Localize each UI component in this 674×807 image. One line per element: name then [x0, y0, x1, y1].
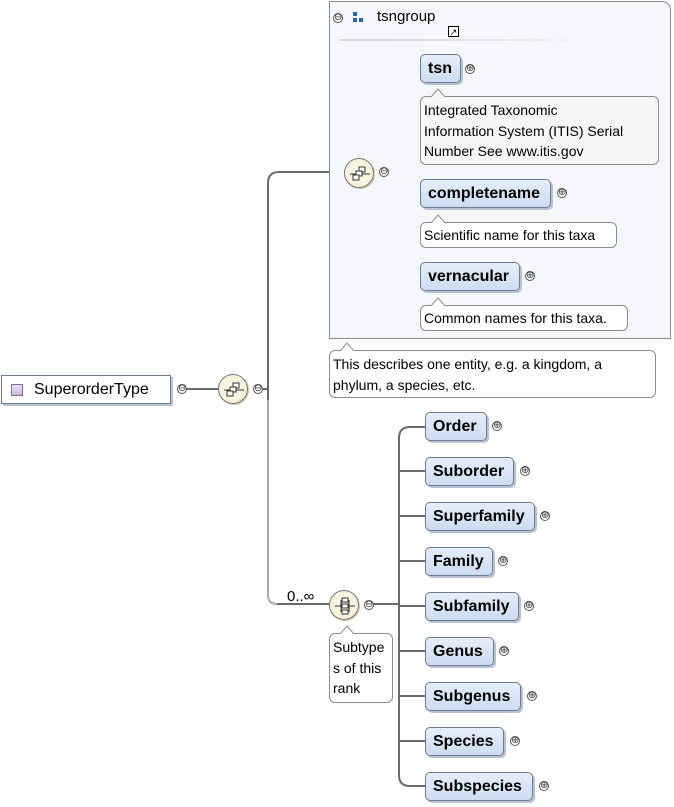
element-subspecies[interactable]: Subspecies — [425, 772, 533, 801]
element-subgenus[interactable]: Subgenus — [425, 682, 521, 711]
element-genus[interactable]: Genus — [425, 637, 494, 666]
annotation-tab-icon — [340, 342, 354, 351]
annotation-tsn: Integrated Taxonomic Information System … — [420, 88, 659, 165]
annotation-completename: Scientific name for this taxa — [420, 214, 617, 248]
annotation-tab-icon — [340, 625, 354, 634]
annotation-line: Scientific name for this taxa — [424, 227, 596, 243]
expand-icon[interactable]: ⊕ — [520, 465, 530, 476]
expand-icon[interactable]: ⊕ — [525, 270, 535, 281]
annotation-line: s of this — [333, 659, 382, 676]
annotation-tab-icon — [431, 297, 445, 306]
element-superfamily[interactable]: Superfamily — [425, 502, 535, 531]
choice-icon — [335, 597, 355, 615]
annotation-group: This describes one entity, e.g. a kingdo… — [329, 342, 656, 398]
occurrence-label: 0..∞ — [287, 588, 315, 605]
expand-icon[interactable]: ⊕ — [527, 690, 537, 701]
expand-icon[interactable]: ⊕ — [465, 63, 475, 74]
annotation-line: Information System (ITIS) Serial — [424, 122, 624, 139]
annotation-line: Subtype — [333, 639, 385, 655]
annotation-choice: Subtype s of this rank — [329, 625, 393, 703]
annotation-vernacular: Common names for this taxa. — [420, 297, 628, 331]
annotation-tab-icon — [431, 214, 445, 223]
expand-icon[interactable]: ⊕ — [524, 600, 534, 611]
sequence-icon — [350, 166, 370, 181]
expand-icon[interactable]: ⊕ — [540, 510, 550, 521]
expand-icon[interactable]: ⊕ — [557, 187, 567, 198]
element-tsn[interactable]: tsn — [420, 54, 461, 83]
collapse-icon[interactable]: ⊖ — [177, 383, 187, 394]
annotation-line: Integrated Taxonomic — [424, 102, 558, 118]
collapse-icon[interactable]: ⊖ — [253, 383, 263, 394]
complex-type-icon — [11, 384, 23, 396]
expand-icon[interactable]: ⊕ — [539, 780, 549, 791]
choice-compositor[interactable] — [329, 590, 359, 620]
sequence-compositor[interactable] — [344, 158, 374, 188]
collapse-icon[interactable]: ⊖ — [364, 599, 374, 610]
element-vernacular[interactable]: vernacular — [420, 262, 520, 291]
root-complex-type[interactable]: SuperorderType — [1, 375, 171, 404]
expand-icon[interactable]: ⊕ — [498, 555, 508, 566]
element-order[interactable]: Order — [425, 412, 487, 441]
element-completename[interactable]: completename — [420, 179, 551, 208]
sequence-compositor[interactable] — [218, 374, 248, 404]
sequence-icon — [224, 382, 244, 397]
annotation-line: Number See www.itis.gov — [424, 143, 584, 159]
root-type-name: SuperorderType — [34, 381, 149, 398]
element-subfamily[interactable]: Subfamily — [425, 592, 519, 621]
annotation-text: This describes one entity, e.g. a kingdo… — [333, 356, 602, 393]
element-family[interactable]: Family — [425, 547, 493, 576]
collapse-icon[interactable]: ⊖ — [379, 166, 389, 177]
collapse-icon[interactable]: ⊖ — [333, 12, 343, 23]
element-species[interactable]: Species — [425, 727, 504, 756]
reference-arrow-icon[interactable]: ↗ — [448, 26, 459, 37]
annotation-line: Common names for this taxa. — [424, 310, 607, 326]
annotation-tab-icon — [431, 88, 445, 97]
model-group-icon — [353, 12, 365, 24]
group-title-separator — [340, 39, 586, 41]
element-suborder[interactable]: Suborder — [425, 457, 514, 486]
group-title: tsngroup — [377, 8, 436, 25]
expand-icon[interactable]: ⊕ — [499, 645, 509, 656]
expand-icon[interactable]: ⊕ — [510, 735, 520, 746]
annotation-line: rank — [333, 680, 361, 696]
expand-icon[interactable]: ⊕ — [492, 420, 502, 431]
